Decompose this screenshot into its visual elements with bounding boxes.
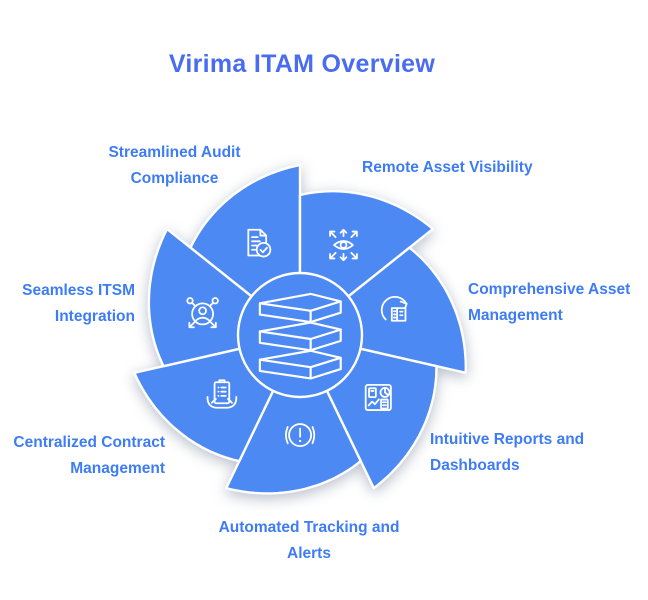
label-streamlined-audit-compliance: Streamlined Audit Compliance — [108, 144, 241, 187]
petal-intuitive-reports-and-dashboards — [322, 346, 438, 490]
label-seamless-itsm-integration: Seamless ITSM Integration — [22, 282, 135, 325]
wheel-body — [133, 163, 467, 495]
stacked-layers-icon — [258, 292, 342, 380]
center-hub — [236, 271, 364, 399]
alert-icon — [285, 423, 316, 448]
eye-visibility-icon — [329, 228, 358, 262]
petal-centralized-contract-management — [133, 346, 278, 463]
label-comprehensive-asset-management: Comprehensive Asset Management — [468, 281, 631, 324]
document-check-icon — [247, 228, 272, 258]
label-automated-tracking-alerts: Automated Tracking and Alerts — [218, 519, 400, 562]
label-centralized-contract-management: Centralized Contract Management — [13, 434, 165, 477]
wheel-icons — [186, 228, 408, 448]
diagram-title: Virima ITAM Overview — [168, 50, 436, 78]
petal-remote-asset-visibility — [298, 190, 435, 302]
label-intuitive-reports-dashboards: Intuitive Reports and Dashboards — [430, 431, 585, 474]
asset-lifecycle-icon — [380, 296, 408, 322]
petal-seamless-itsm-integration — [147, 227, 259, 368]
label-remote-asset-visibility: Remote Asset Visibility — [362, 159, 533, 176]
user-network-icon — [186, 297, 219, 329]
contract-hands-icon — [206, 379, 238, 409]
petal-streamlined-audit-compliance — [189, 163, 302, 302]
petal-automated-tracking-and-alerts — [225, 383, 362, 495]
dashboard-charts-icon — [364, 383, 392, 411]
